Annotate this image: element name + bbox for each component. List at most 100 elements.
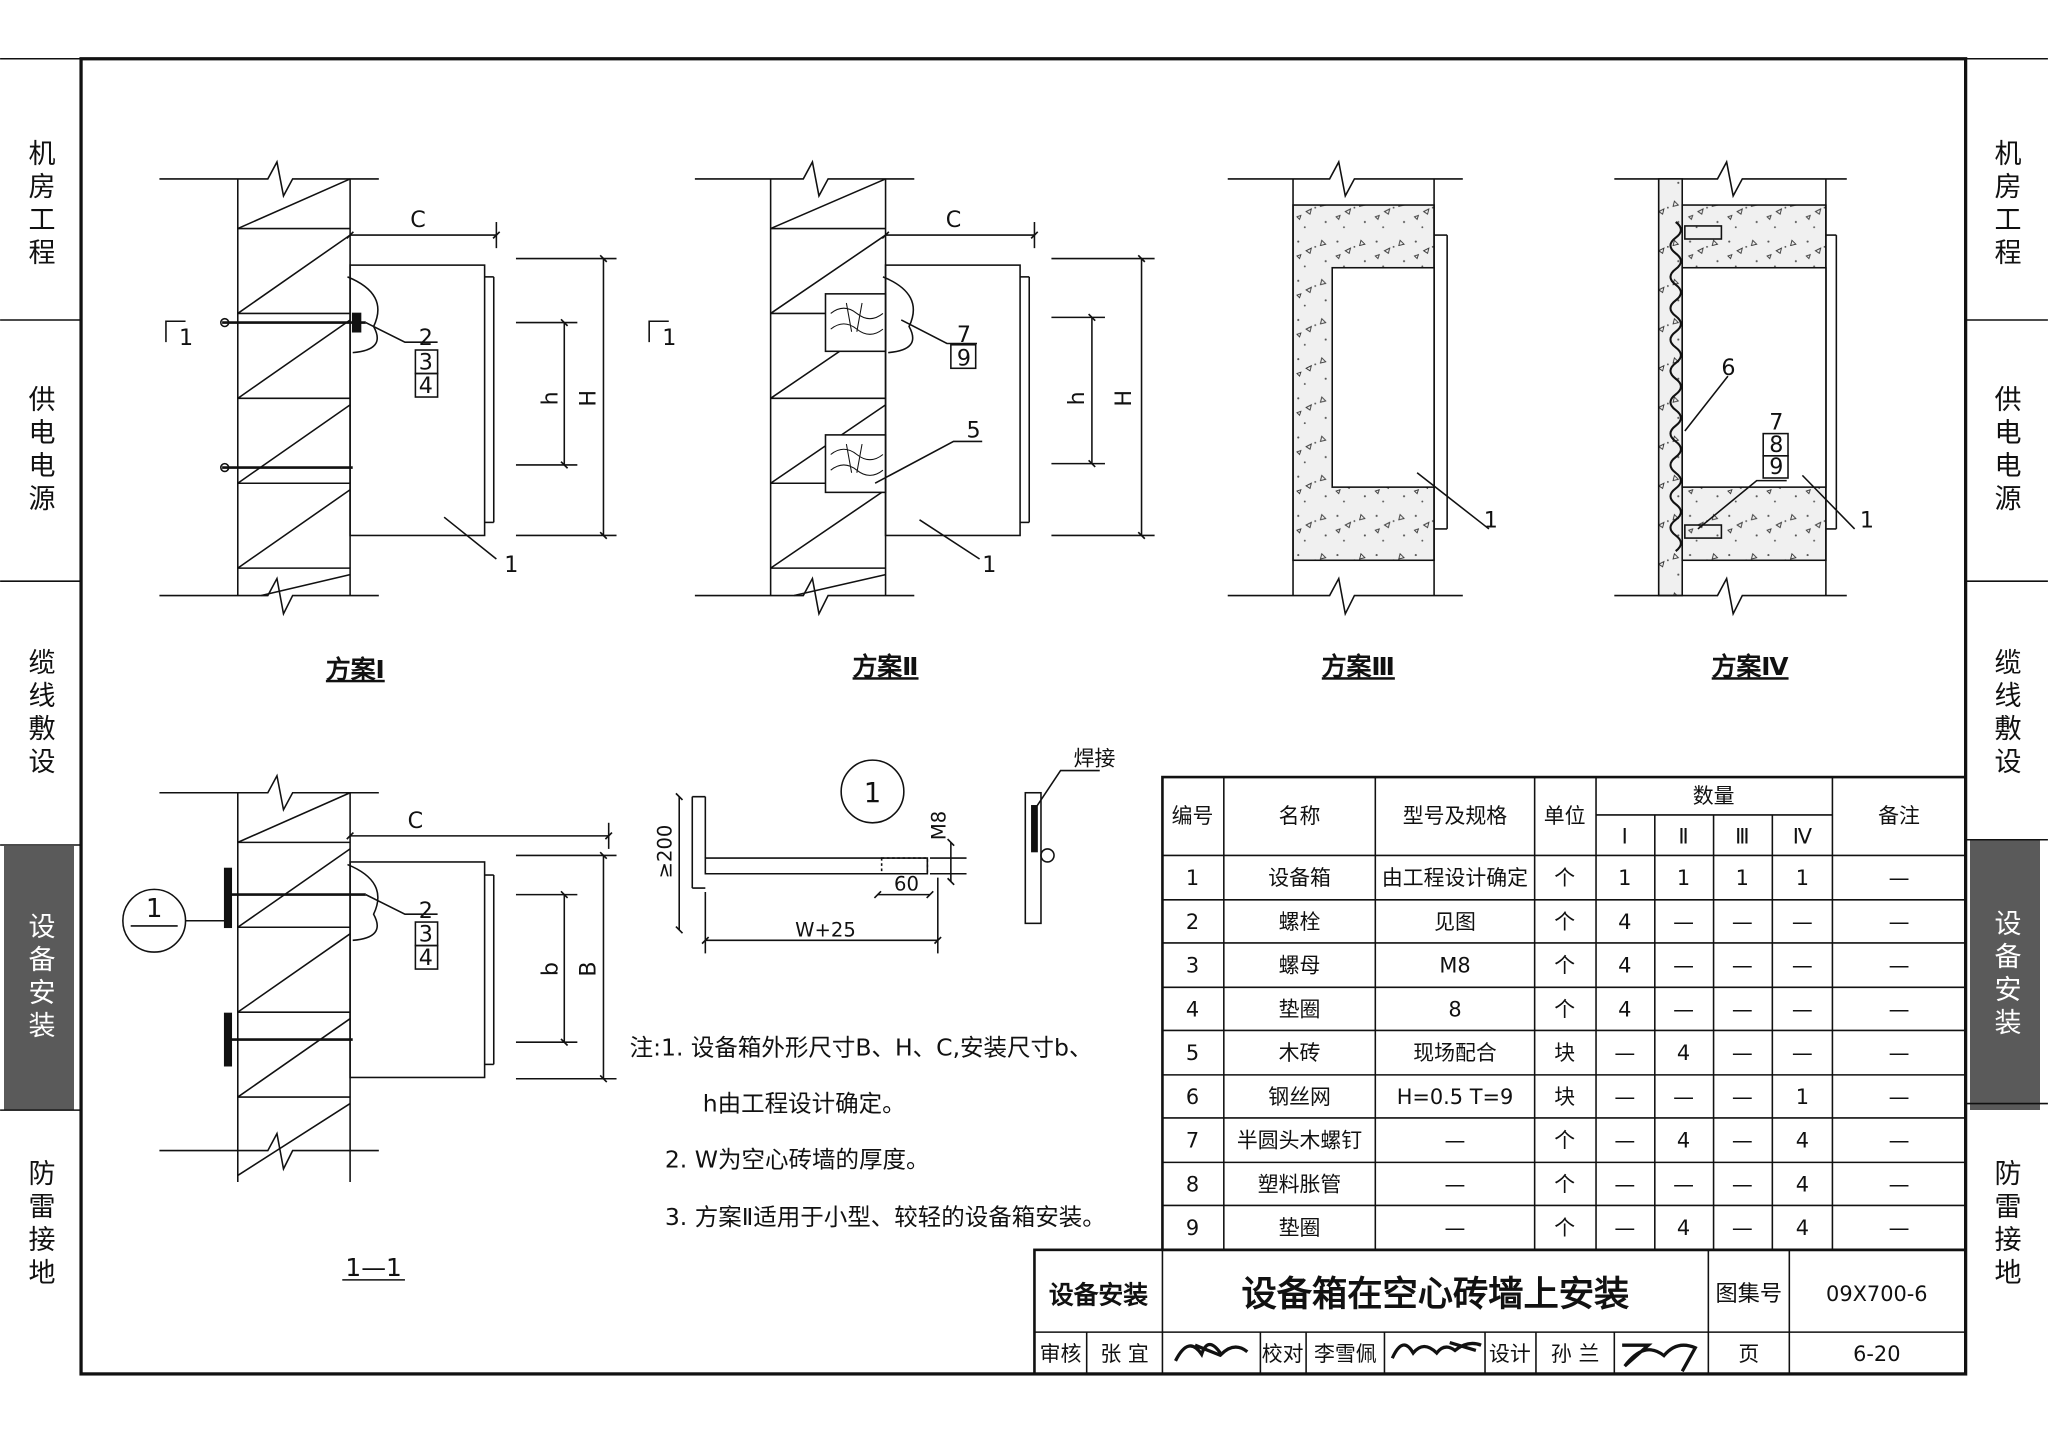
table-cell-r4-c8: — <box>1792 997 1813 1021</box>
scheme2-part-1: 1 <box>982 552 996 578</box>
right-tab-4-active: 设备安装 <box>1970 840 2040 1110</box>
section-title: 1—1 <box>345 1253 401 1282</box>
table-cell-r6-c6: — <box>1673 1085 1694 1109</box>
table-cell-r7-c4: 个 <box>1554 1129 1575 1153</box>
table-cell-r7-c6: 4 <box>1677 1129 1690 1153</box>
scheme3-part-1: 1 <box>1484 508 1498 534</box>
table-cell-r1-c2: 设备箱 <box>1268 866 1331 890</box>
scheme4-part-7: 7 <box>1769 410 1783 436</box>
table-cell-r7-c1: 7 <box>1186 1129 1199 1153</box>
scheme1-part-2: 2 <box>419 325 433 351</box>
detail-callout-number: 1 <box>864 778 881 809</box>
tb-category: 设备安装 <box>1049 1280 1148 1309</box>
table-cell-r7-c7: — <box>1732 1129 1753 1153</box>
title-block-grid <box>1033 1248 1967 1376</box>
tb-review-label: 审核 <box>1040 1342 1082 1366</box>
scheme-3-drawing <box>1227 159 1490 617</box>
scheme1-part-3: 3 <box>419 350 433 376</box>
tb-atlas-no: 09X700-6 <box>1826 1282 1928 1306</box>
table-cell-r9-c5: — <box>1614 1216 1635 1240</box>
table-cell-r3-c7: — <box>1732 954 1753 978</box>
table-cell-r6-c5: — <box>1614 1085 1635 1109</box>
scheme1-dim-C: C <box>410 207 426 233</box>
table-cell-r6-c3: H=0.5 T=9 <box>1397 1085 1514 1109</box>
table-cell-r7-c2: 半圆头木螺钉 <box>1237 1129 1362 1153</box>
table-cell-r1-c9: — <box>1889 866 1910 890</box>
scheme2-part-7: 7 <box>957 322 971 348</box>
table-cell-r3-c3: M8 <box>1439 954 1470 978</box>
table-cell-r5-c8: — <box>1792 1041 1813 1065</box>
table-cell-r2-c5: 4 <box>1618 910 1631 934</box>
table-cell-r9-c2: 垫圈 <box>1279 1216 1321 1240</box>
table-cell-r8-c4: 个 <box>1554 1172 1575 1196</box>
scheme1-title: 方案Ⅰ <box>326 655 385 684</box>
table-cell-r1-c7: 1 <box>1736 866 1749 890</box>
section-callout-number: 1 <box>146 894 163 924</box>
table-cell-r5-c9: — <box>1889 1041 1910 1065</box>
table-cell-r7-c5: — <box>1614 1129 1635 1153</box>
section-part-2: 2 <box>419 898 433 924</box>
table-cell-r2-c2: 螺栓 <box>1279 910 1321 934</box>
tb-title: 设备箱在空心砖墙上安装 <box>1242 1274 1630 1315</box>
table-cell-r3-c9: — <box>1889 954 1910 978</box>
table-cell-r8-c9: — <box>1889 1172 1910 1196</box>
table-cell-r2-c8: — <box>1792 910 1813 934</box>
table-cell-r4-c5: 4 <box>1618 997 1631 1021</box>
detail-dim-W25: W+25 <box>795 918 856 941</box>
table-cell-r1-c1: 1 <box>1186 866 1199 890</box>
bolt-detail-drawing <box>675 759 1100 954</box>
section-dim-B: B <box>576 961 602 976</box>
table-cell-r6-c1: 6 <box>1186 1085 1199 1109</box>
left-tab-5: 防雷接地 <box>23 1159 55 1291</box>
table-cell-r2-c3: 见图 <box>1434 910 1476 934</box>
table-cell-r6-c9: — <box>1889 1085 1910 1109</box>
left-tab-1: 机房工程 <box>23 139 55 271</box>
table-cell-r9-c6: 4 <box>1677 1216 1690 1240</box>
th-no: 编号 <box>1172 804 1214 828</box>
th-qty-2: Ⅱ <box>1678 825 1688 849</box>
table-cell-r9-c9: — <box>1889 1216 1910 1240</box>
tb-reviewer: 张 宜 <box>1100 1342 1148 1366</box>
th-spec: 型号及规格 <box>1403 804 1508 828</box>
scheme4-part-6: 6 <box>1721 355 1735 381</box>
table-cell-r2-c4: 个 <box>1554 910 1575 934</box>
table-cell-r9-c4: 个 <box>1554 1216 1575 1240</box>
tb-page-no: 6-20 <box>1853 1342 1900 1366</box>
table-cell-r3-c5: 4 <box>1618 954 1631 978</box>
materials-table-grid <box>1161 775 1967 1252</box>
table-cell-r4-c6: — <box>1673 997 1694 1021</box>
table-cell-r8-c2: 塑料胀管 <box>1258 1172 1341 1196</box>
left-tab-2: 供电电源 <box>23 385 55 517</box>
scheme2-title: 方案Ⅱ <box>853 652 919 681</box>
scheme1-dim-h: h <box>538 391 564 405</box>
note-1-cont: h由工程设计确定。 <box>703 1089 906 1117</box>
table-cell-r1-c8: 1 <box>1796 866 1809 890</box>
scheme2-dim-C: C <box>946 207 962 233</box>
left-tab-3: 缆线敷设 <box>23 648 55 780</box>
table-cell-r4-c2: 垫圈 <box>1279 997 1321 1021</box>
scheme-4-drawing <box>1614 159 1856 617</box>
scheme2-part-5: 5 <box>967 418 981 444</box>
table-cell-r7-c9: — <box>1889 1129 1910 1153</box>
table-cell-r3-c8: — <box>1792 954 1813 978</box>
note-2: 2. W为空心砖墙的厚度。 <box>665 1146 930 1174</box>
right-tab-1: 机房工程 <box>1989 139 2021 271</box>
table-cell-r7-c8: 4 <box>1796 1129 1809 1153</box>
section-dim-C: C <box>408 808 424 834</box>
drawing-frame <box>79 57 1968 1376</box>
table-cell-r2-c9: — <box>1889 910 1910 934</box>
table-cell-r2-c7: — <box>1732 910 1753 934</box>
table-cell-r3-c4: 个 <box>1554 954 1575 978</box>
table-cell-r8-c6: — <box>1673 1172 1694 1196</box>
scheme4-part-8: 8 <box>1769 432 1783 458</box>
th-unit: 单位 <box>1544 804 1586 828</box>
section-dim-b: b <box>538 962 564 976</box>
right-tab-5: 防雷接地 <box>1989 1159 2021 1291</box>
table-cell-r5-c1: 5 <box>1186 1041 1199 1065</box>
tb-page-label: 页 <box>1738 1342 1759 1366</box>
tb-design-label: 设计 <box>1489 1342 1531 1366</box>
scheme2-part-9: 9 <box>957 346 971 372</box>
table-cell-r4-c7: — <box>1732 997 1753 1021</box>
table-cell-r7-c3: — <box>1445 1129 1466 1153</box>
note-3: 3. 方案Ⅱ适用于小型、较轻的设备箱安装。 <box>665 1203 1106 1231</box>
